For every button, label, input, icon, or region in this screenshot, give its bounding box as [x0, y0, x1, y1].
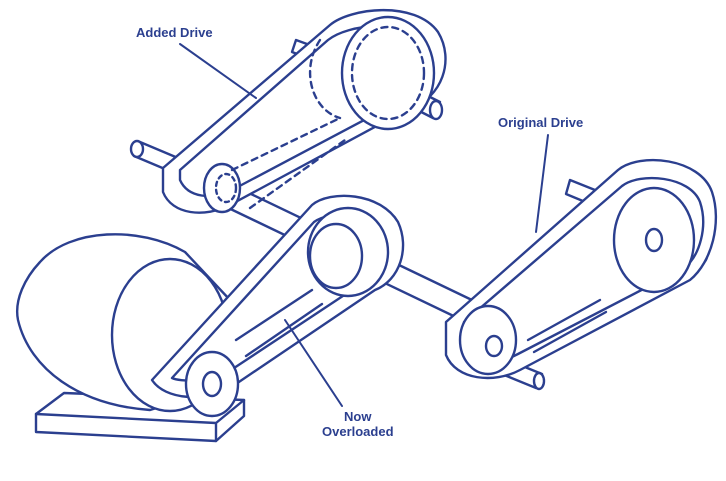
overloaded-leader — [284, 319, 343, 407]
original-drive-leader — [535, 134, 549, 233]
original-drive — [444, 158, 718, 391]
original-drive-label: Original Drive — [498, 115, 584, 130]
added-drive-label: Added Drive — [136, 25, 213, 40]
callout-leaders — [179, 43, 549, 407]
motor-drive — [150, 194, 405, 418]
overloaded-label-line-1: Now — [344, 409, 372, 424]
added-drive — [129, 8, 447, 214]
now-overloaded-label: Now Overloaded — [322, 409, 394, 439]
overloaded-label-line-2: Overloaded — [322, 424, 394, 439]
added-drive-leader — [179, 43, 257, 99]
